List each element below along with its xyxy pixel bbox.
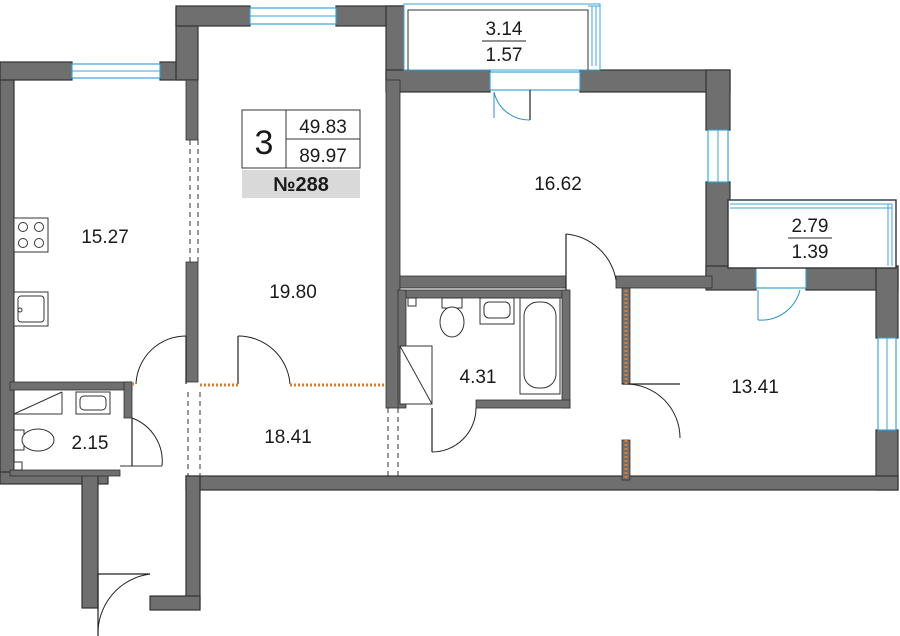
balcony-door-top [489, 71, 581, 91]
apartment-number: №288 [273, 174, 329, 196]
living-room-area: 19.80 [269, 282, 317, 303]
balcony-top-label: 3.14 1.57 [482, 19, 526, 66]
living-area: 49.83 [299, 117, 347, 138]
bathroom-fixtures [399, 297, 561, 405]
bedroom-top-area: 16.62 [534, 174, 582, 195]
apartment-badge: 3 49.83 89.97 №288 [241, 109, 361, 198]
balcony-top-area: 3.14 [486, 19, 523, 40]
wc-area: 2.15 [72, 433, 109, 454]
rooms-count: 3 [255, 124, 274, 162]
windows [71, 7, 897, 431]
kitchen-sink [13, 291, 49, 327]
kitchen-area: 15.27 [81, 227, 129, 248]
balcony-right-label: 2.79 1.39 [788, 216, 832, 263]
doors [97, 90, 801, 636]
partitions [132, 290, 628, 478]
inner-walls [9, 79, 713, 481]
balcony-right [727, 199, 897, 269]
bathroom-area: 4.31 [460, 367, 497, 388]
balcony-right-area: 2.79 [792, 216, 829, 237]
bedroom-right-area: 13.41 [731, 377, 779, 398]
wc-fixtures [13, 391, 111, 471]
total-area: 89.97 [299, 146, 347, 167]
balcony-top [403, 3, 601, 71]
balcony-right-coef: 1.39 [792, 242, 829, 263]
openings [187, 140, 399, 476]
hall-area: 18.41 [264, 427, 312, 448]
balcony-top-coef: 1.57 [486, 45, 523, 66]
balcony-door-right [755, 267, 807, 289]
stove [13, 217, 49, 253]
